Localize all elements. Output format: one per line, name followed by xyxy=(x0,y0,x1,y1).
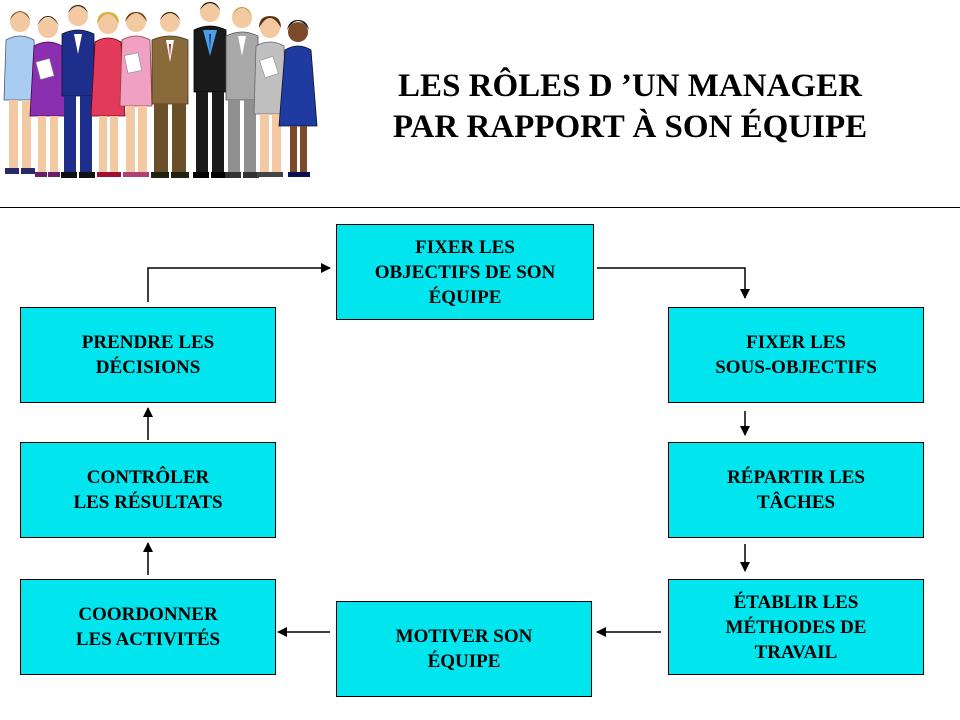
step-label-line: OBJECTIFS DE SON xyxy=(374,261,556,283)
step-label-line: FIXER LES xyxy=(746,332,846,353)
title-line: PAR RAPPORT À SON ÉQUIPE xyxy=(392,109,868,145)
arrow-connector xyxy=(147,263,331,302)
step-label-line: LES ACTIVITÉS xyxy=(75,629,221,650)
person-figure xyxy=(193,2,227,178)
person-figure xyxy=(253,16,287,177)
step-coordonner-activites: COORDONNER LES ACTIVITÉS xyxy=(20,579,276,675)
person-figure xyxy=(278,20,318,177)
person-figure xyxy=(119,12,153,177)
step-label-line: TRAVAIL xyxy=(754,641,838,663)
step-label-line: COORDONNER xyxy=(78,604,218,625)
step-controler-resultats: CONTRÔLER LES RÉSULTATS xyxy=(20,442,276,538)
divider xyxy=(0,207,960,208)
step-label-line: CONTRÔLER xyxy=(86,467,210,488)
step-etablir-methodes: ÉTABLIR LES MÉTHODES DE TRAVAIL xyxy=(668,579,924,675)
title-line: LES RÔLES D ’UN MANAGER xyxy=(398,68,862,104)
person-figure xyxy=(151,12,189,178)
person-figure xyxy=(3,11,37,174)
business-team-icon xyxy=(3,2,318,178)
step-prendre-decisions: PRENDRE LES DÉCISIONS xyxy=(20,307,276,403)
step-motiver-equipe: MOTIVER SON ÉQUIPE xyxy=(336,601,592,697)
step-repartir-taches: RÉPARTIR LES TÂCHES xyxy=(668,442,924,538)
person-figure xyxy=(29,16,67,177)
step-label-line: ÉQUIPE xyxy=(427,651,501,672)
person-figure xyxy=(61,5,95,178)
step-label-line: ÉQUIPE xyxy=(428,286,502,308)
person-figure xyxy=(225,7,259,178)
step-label-line: ÉTABLIR LES xyxy=(733,591,859,613)
step-label-line: SOUS-OBJECTIFS xyxy=(715,357,877,378)
person-figure xyxy=(90,12,126,177)
step-label-line: TÂCHES xyxy=(756,492,836,513)
step-label-line: FIXER LES xyxy=(415,236,515,258)
page-title: LES RÔLES D ’UN MANAGER PAR RAPPORT À SO… xyxy=(330,66,930,148)
step-fixer-objectifs: FIXER LES OBJECTIFS DE SON ÉQUIPE xyxy=(336,224,594,320)
arrow-connector xyxy=(597,267,750,299)
step-label-line: MOTIVER SON xyxy=(395,626,533,647)
step-fixer-sous-objectifs: FIXER LES SOUS-OBJECTIFS xyxy=(668,307,924,403)
step-label-line: PRENDRE LES xyxy=(81,332,215,353)
step-label-line: LES RÉSULTATS xyxy=(73,492,223,513)
step-label-line: MÉTHODES DE xyxy=(725,616,867,638)
step-label-line: DÉCISIONS xyxy=(95,357,201,378)
step-label-line: RÉPARTIR LES xyxy=(727,467,865,488)
